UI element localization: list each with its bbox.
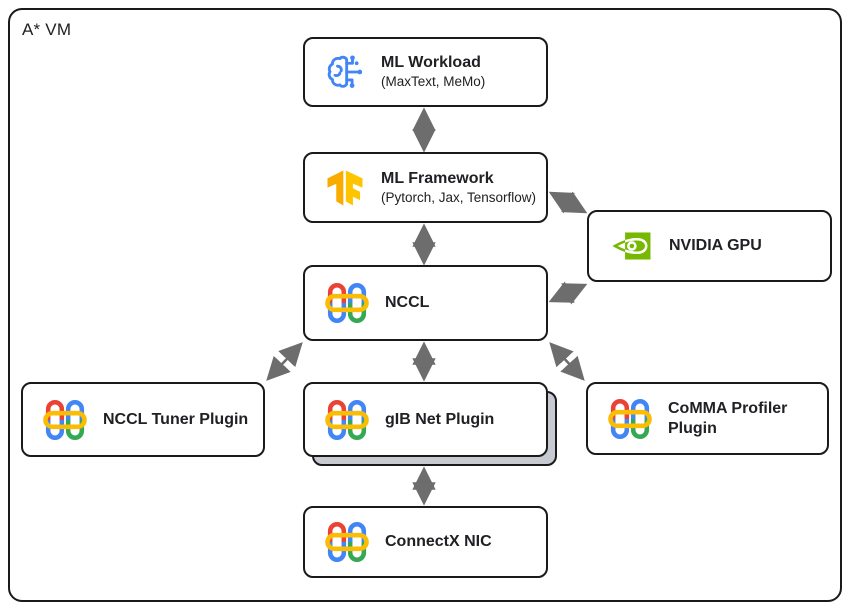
tensorflow-icon xyxy=(325,168,365,208)
interlocked-rings-icon xyxy=(608,398,652,439)
interlocked-rings-icon xyxy=(43,399,87,440)
node-title: NCCL xyxy=(385,294,430,311)
node-gib-net-plugin: gIB Net Plugin xyxy=(303,382,548,457)
node-title: CoMMA Profiler Plugin xyxy=(668,399,788,437)
node-title: ML Framework xyxy=(381,169,494,187)
node-title: NCCL Tuner Plugin xyxy=(103,410,249,428)
interlocked-rings-icon xyxy=(325,399,369,440)
node-title: ML Workload xyxy=(381,54,481,72)
node-title: gIB Net Plugin xyxy=(385,410,495,428)
vm-container-label: A* VM xyxy=(22,20,72,39)
interlocked-rings-icon xyxy=(325,522,369,562)
nvidia-eye-icon xyxy=(609,228,653,264)
node-title: NVIDIA GPU xyxy=(669,237,762,254)
node-nccl: NCCL xyxy=(303,265,548,341)
interlocked-rings-icon xyxy=(325,283,369,323)
vm-container-frame xyxy=(8,8,842,602)
node-subtitle: (Pytorch, Jax, Tensorflow) xyxy=(381,189,537,205)
node-nvidia-gpu: NVIDIA GPU xyxy=(587,210,832,282)
node-subtitle: (MaxText, MeMo) xyxy=(381,74,486,90)
node-title: ConnectX NIC xyxy=(385,533,492,550)
node-connectx-nic: ConnectX NIC xyxy=(303,506,548,578)
brain-circuit-icon xyxy=(325,52,365,92)
node-nccl-tuner-plugin: NCCL Tuner Plugin xyxy=(21,382,265,457)
node-ml-workload: ML Workload (MaxText, MeMo) xyxy=(303,37,548,107)
node-ml-framework: ML Framework (Pytorch, Jax, Tensorflow) xyxy=(303,152,548,223)
node-comma-profiler-plugin: CoMMA Profiler Plugin xyxy=(586,382,829,455)
